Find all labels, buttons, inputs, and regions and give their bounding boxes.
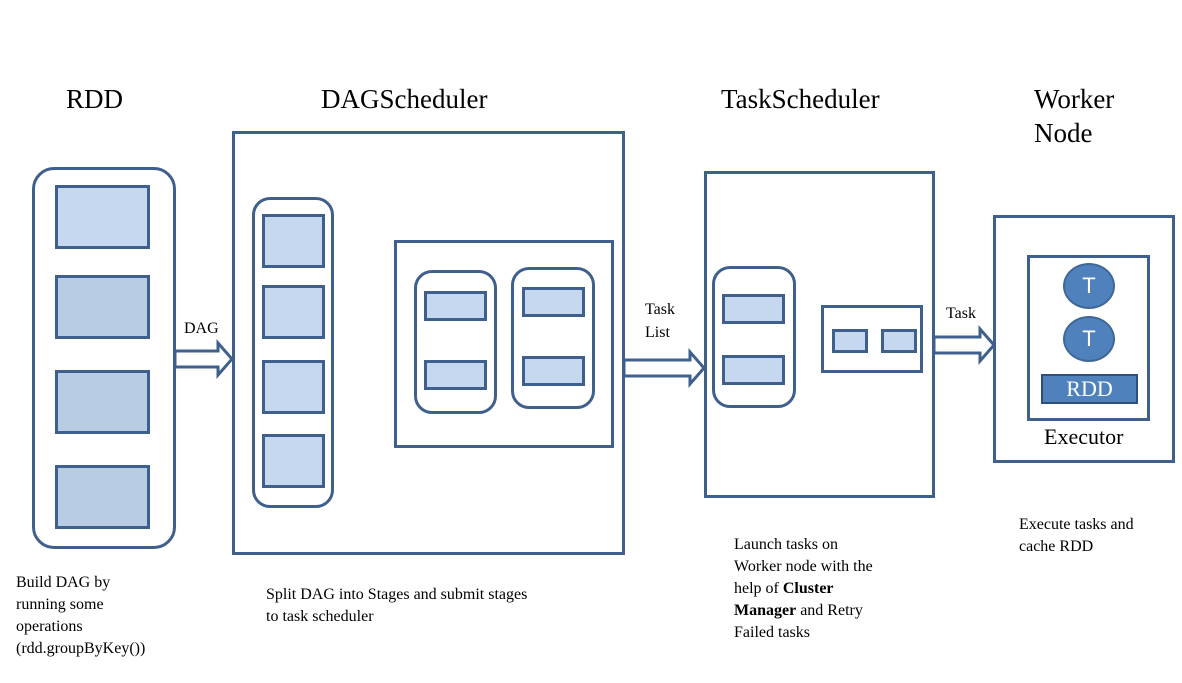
stage-task [522, 287, 585, 317]
task-arrow [932, 325, 996, 365]
dag-arrow [173, 339, 234, 379]
stage-task [424, 360, 487, 390]
task-scheduler-description: Launch tasks on Worker node with the hel… [734, 534, 873, 644]
task-arrow-label: Task [946, 305, 976, 322]
dag-scheduler-description-line: Split DAG into Stages and submit stages [266, 586, 528, 603]
rdd-partition [55, 185, 150, 249]
rdd-description: Build DAG by running some operations (rd… [16, 572, 145, 660]
task-set [712, 266, 796, 408]
worker-node-title-line2: Node [1034, 118, 1093, 148]
task-scheduler-description-line: help of Cluster [734, 578, 873, 600]
task-set-task [722, 355, 785, 385]
dag-node [262, 434, 325, 488]
rdd-title: RDD [66, 84, 124, 114]
rdd-description-line: Build DAG by [16, 574, 111, 591]
stage-task [424, 291, 487, 321]
cluster-bold: Cluster [782, 580, 834, 597]
dag-scheduler-description-line: to task scheduler [266, 608, 374, 625]
rdd-partition [55, 465, 150, 529]
dag-node [262, 360, 325, 414]
worker-node-description: Execute tasks and cache RDD [1019, 514, 1134, 558]
queued-task [881, 329, 917, 353]
text-segment: and Retry [796, 602, 863, 619]
task-circle: T [1063, 316, 1115, 362]
manager-bold: Manager [734, 602, 797, 619]
dag-node [262, 285, 325, 339]
dag-node [262, 214, 325, 268]
executor-label: Executor [1044, 424, 1124, 449]
task-scheduler-description-line: Worker node with the [734, 558, 873, 575]
stage-task [522, 356, 585, 386]
task-scheduler-title: TaskScheduler [721, 84, 880, 114]
rdd-description-line: running some [16, 596, 104, 613]
worker-node-description-line: cache RDD [1019, 538, 1094, 555]
queued-task [832, 329, 868, 353]
task-circle: T [1063, 263, 1115, 309]
text-segment: help of [734, 580, 783, 597]
task-scheduler-description-line: Launch tasks on [734, 536, 838, 553]
rdd-description-line: (rdd.groupByKey()) [16, 640, 146, 657]
rdd-partition [55, 370, 150, 434]
dag-arrow-label: DAG [184, 320, 219, 337]
worker-node-description-line: Execute tasks and [1019, 516, 1134, 533]
task-set-task [722, 294, 785, 324]
task-scheduler-description-line: Failed tasks [734, 624, 810, 641]
rdd-partition [55, 275, 150, 339]
task-list-label-line2: List [645, 324, 670, 341]
dag-scheduler-title: DAGScheduler [321, 84, 488, 114]
dag-scheduler-description: Split DAG into Stages and submit stages … [266, 584, 527, 628]
rdd-description-line: operations [16, 618, 83, 635]
task-list-label-line1: Task [645, 301, 675, 318]
task-list-arrow [622, 348, 706, 388]
cached-rdd: RDD [1041, 374, 1138, 404]
task-scheduler-description-line: Manager and Retry [734, 600, 873, 622]
worker-node-title-line1: Worker [1034, 84, 1115, 114]
